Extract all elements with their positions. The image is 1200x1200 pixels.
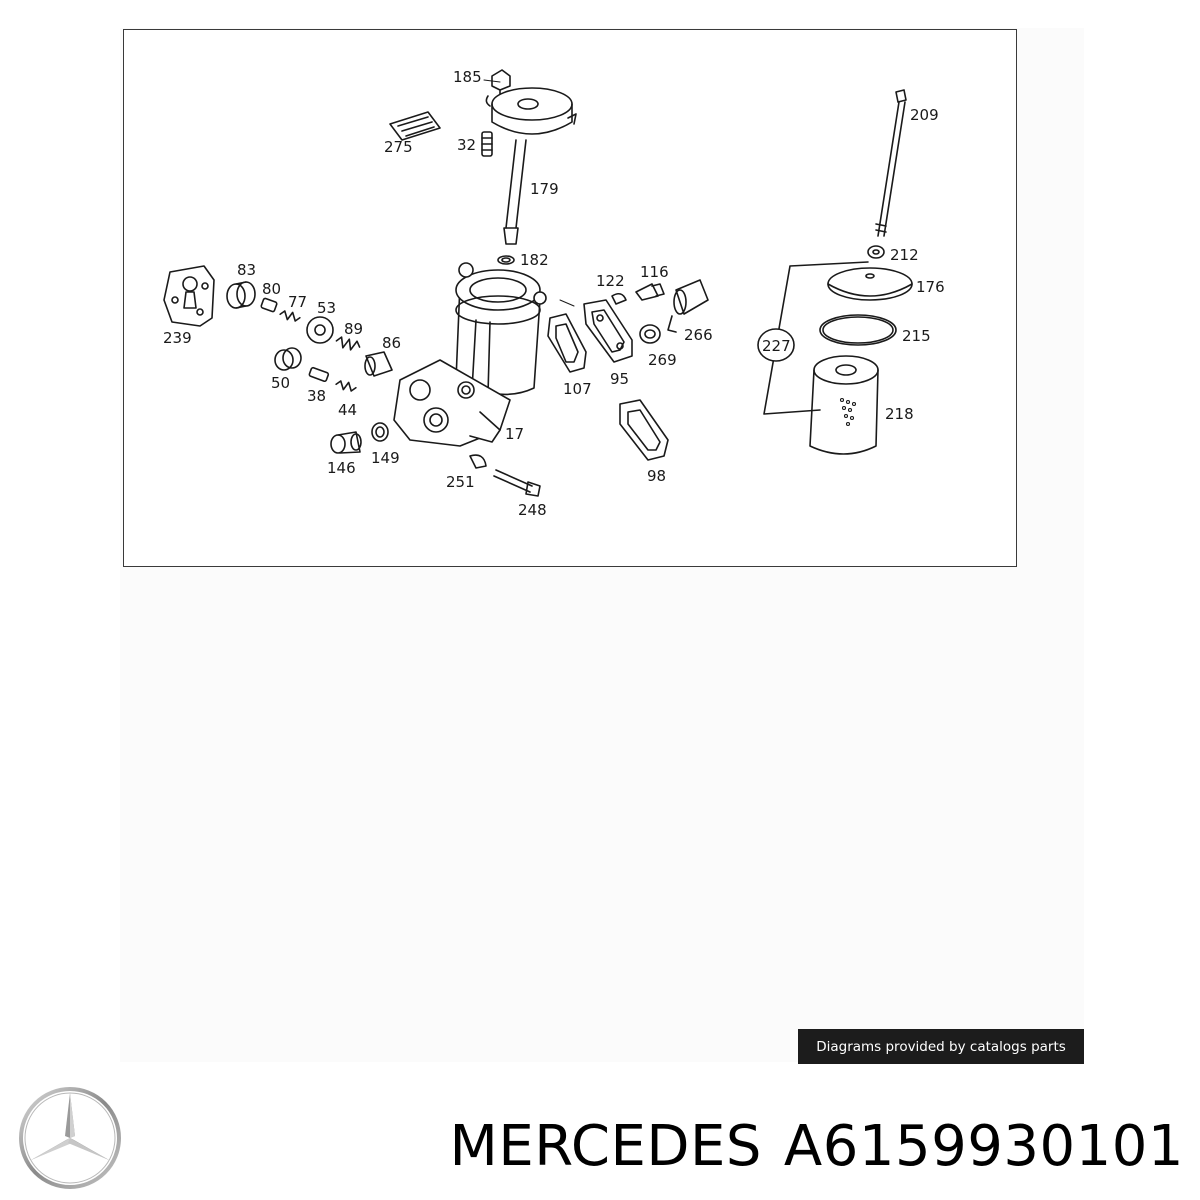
label-50: 50 <box>271 374 290 392</box>
label-17: 17 <box>505 425 524 443</box>
part-215-o-ring <box>819 314 897 346</box>
label-269: 269 <box>648 351 677 369</box>
brand-name: MERCEDES <box>449 1113 762 1179</box>
part-80-pin <box>260 297 278 313</box>
label-212: 212 <box>890 246 919 264</box>
label-179: 179 <box>530 180 559 198</box>
part-176-disc <box>827 267 913 301</box>
diagram-frame <box>123 29 1017 567</box>
part-239-gasket <box>163 265 215 327</box>
label-209: 209 <box>910 106 939 124</box>
mercedes-star-icon <box>19 1087 121 1189</box>
label-248: 248 <box>518 501 547 519</box>
part-number: A6159930101 <box>783 1113 1184 1179</box>
label-176: 176 <box>916 278 945 296</box>
part-53-valve-disc <box>306 316 334 344</box>
label-185: 185 <box>453 68 482 86</box>
part-269-o-ring <box>639 324 661 344</box>
part-212-washer <box>867 245 885 259</box>
label-89: 89 <box>344 320 363 338</box>
part-182-seal <box>497 255 515 265</box>
part-266-sensor <box>667 279 709 333</box>
label-98: 98 <box>647 467 666 485</box>
part-275-label-plate <box>389 111 441 141</box>
part-218-filter-element <box>809 355 879 455</box>
label-77: 77 <box>288 293 307 311</box>
part-248-bolt <box>493 469 541 497</box>
part-149-washer <box>371 422 389 442</box>
label-122: 122 <box>596 272 625 290</box>
part-251-washer <box>469 454 487 469</box>
label-215: 215 <box>902 327 931 345</box>
part-cover-lid <box>485 87 577 135</box>
label-251: 251 <box>446 473 475 491</box>
part-83-sleeve <box>226 281 256 309</box>
label-95: 95 <box>610 370 629 388</box>
parts-diagram: 185 275 32 179 182 209 212 176 215 227 2… <box>163 68 945 519</box>
diagram-credit-banner: Diagrams provided by catalogs parts <box>798 1029 1084 1064</box>
part-86-plug <box>364 351 393 377</box>
part-122-clip <box>611 292 627 305</box>
part-179-center-tube <box>503 139 527 245</box>
part-44-spring <box>335 380 357 392</box>
label-80: 80 <box>262 280 281 298</box>
label-116: 116 <box>640 263 669 281</box>
part-116-screw <box>635 283 665 301</box>
part-77-spring <box>279 310 301 322</box>
label-107: 107 <box>563 380 592 398</box>
label-266: 266 <box>684 326 713 344</box>
part-89-spring <box>335 336 361 351</box>
part-95-flange <box>583 299 633 363</box>
label-182: 182 <box>520 251 549 269</box>
label-32: 32 <box>457 136 476 154</box>
label-239: 239 <box>163 329 192 347</box>
part-38-pin <box>308 366 330 383</box>
part-labels: 185 275 32 179 182 209 212 176 215 227 2… <box>163 68 945 519</box>
label-218: 218 <box>885 405 914 423</box>
label-149: 149 <box>371 449 400 467</box>
part-209-long-bolt <box>875 89 907 237</box>
label-275: 275 <box>384 138 413 156</box>
part-227-bracket <box>757 261 869 415</box>
part-17-filter-housing <box>393 262 547 447</box>
label-146: 146 <box>327 459 356 477</box>
part-50-cap <box>274 347 302 371</box>
label-227: 227 <box>762 337 791 355</box>
part-98-gasket <box>619 399 669 461</box>
label-53: 53 <box>317 299 336 317</box>
brand-part-heading: MERCEDES A6159930101 <box>450 1110 1184 1182</box>
label-44: 44 <box>338 401 357 419</box>
part-107-gasket <box>547 313 587 373</box>
label-86: 86 <box>382 334 401 352</box>
label-83: 83 <box>237 261 256 279</box>
diagram-credit-text: Diagrams provided by catalogs parts <box>816 1038 1066 1055</box>
label-38: 38 <box>307 387 326 405</box>
part-146-fitting <box>330 431 362 454</box>
leader-lines <box>483 79 575 307</box>
part-32-spring <box>481 131 493 157</box>
